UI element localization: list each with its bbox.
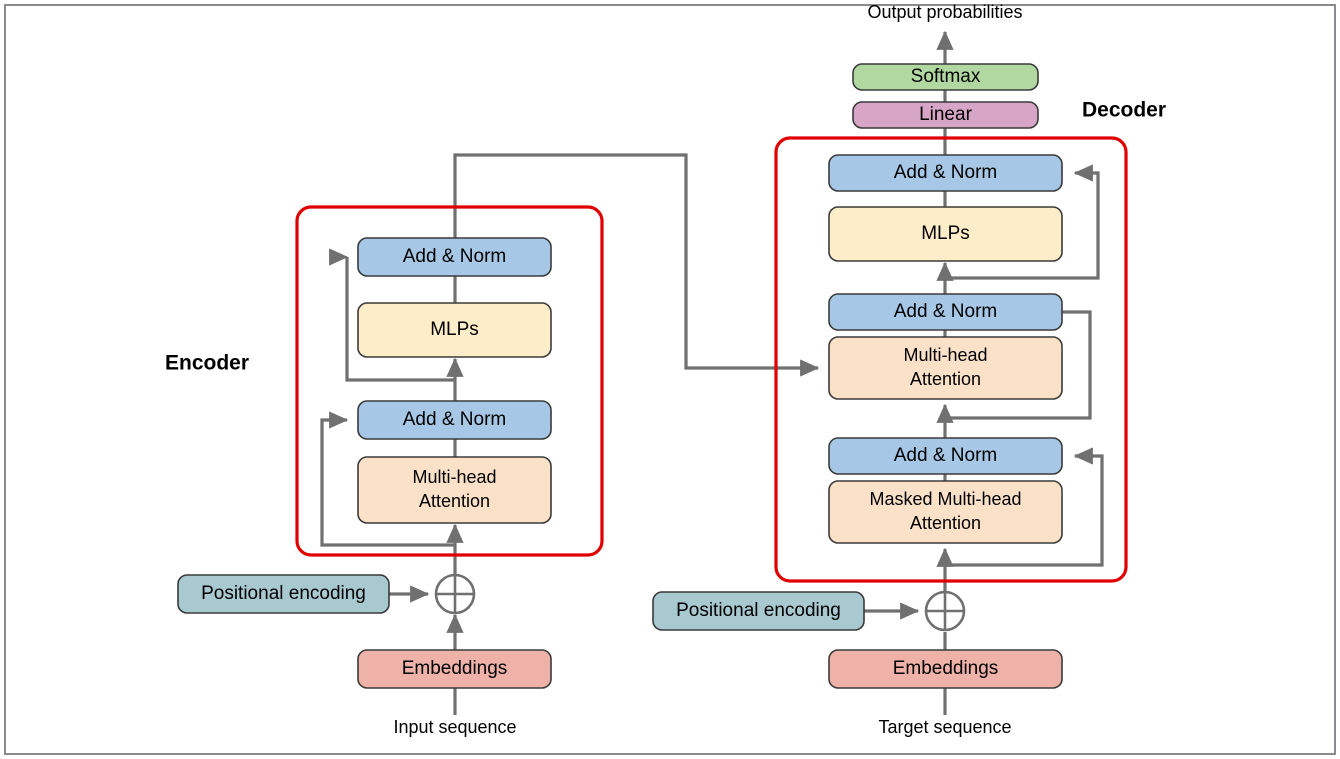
decoder-residual-3 <box>945 164 1100 280</box>
block-encoder-mlps[interactable]: MLPs <box>357 302 552 358</box>
block-decoder-mlps[interactable]: MLPs <box>828 206 1063 262</box>
encoder-residual-1 <box>320 411 455 547</box>
decoder-embeddings-shape[interactable] <box>828 649 1063 689</box>
encoder-mlps-shape[interactable] <box>357 302 552 358</box>
block-decoder-add-norm-1[interactable]: Add & Norm <box>828 437 1063 475</box>
decoder-masked-multi-head-attention-shape[interactable] <box>828 480 1063 544</box>
decoder-linear-label: Linear <box>919 104 972 125</box>
target-sequence-label: Target sequence <box>878 717 1011 737</box>
group-labels-layer: Encoder Decoder <box>165 99 1166 375</box>
block-decoder-linear[interactable]: Linear <box>852 101 1039 129</box>
group-boundaries-layer <box>295 136 1128 583</box>
encoder-positional-encoding-shape[interactable] <box>177 574 390 614</box>
encoder-multi-head-attention-label: Attention <box>419 491 490 511</box>
output-probabilities-label: Output probabilities <box>867 2 1022 22</box>
residual-adders-layer <box>434 573 966 632</box>
decoder-add-norm-1-label: Add & Norm <box>894 445 997 466</box>
decoder-embeddings-label: Embeddings <box>893 658 999 679</box>
decoder-softmax-label: Softmax <box>911 66 981 87</box>
encoder-add-norm-1-shape[interactable] <box>357 400 552 440</box>
encoder-multi-head-attention-label: Multi-head <box>412 467 496 487</box>
encoder-add-norm-1-label: Add & Norm <box>403 409 506 430</box>
decoder-residual-2 <box>945 310 1092 420</box>
group-box-decoder <box>774 136 1128 583</box>
block-decoder-positional-encoding[interactable]: Positional encoding <box>652 591 865 631</box>
outer-frame <box>4 4 1336 755</box>
block-decoder-softmax[interactable]: Softmax <box>852 63 1039 91</box>
group-label-decoder: Decoder <box>1082 99 1166 122</box>
decoder-mlps-label: MLPs <box>921 223 970 244</box>
decoder-masked-multi-head-attention-label: Attention <box>910 513 981 533</box>
block-decoder-add-norm-2[interactable]: Add & Norm <box>828 293 1063 331</box>
block-encoder-add-norm-2[interactable]: Add & Norm <box>357 237 552 277</box>
decoder-positional-encoding-label: Positional encoding <box>676 600 841 621</box>
block-encoder-embeddings[interactable]: Embeddings <box>357 649 552 689</box>
decoder-add-norm-2-shape[interactable] <box>828 293 1063 331</box>
decoder-multi-head-attention-shape[interactable] <box>828 336 1063 400</box>
encoder-add-norm-2-shape[interactable] <box>357 237 552 277</box>
encoder-multi-head-attention-shape[interactable] <box>357 456 552 524</box>
encoder-residual-2 <box>338 255 455 382</box>
decoder-linear-shape[interactable] <box>852 101 1039 129</box>
encoder-add-norm-2-label: Add & Norm <box>403 246 506 267</box>
decoder-add-norm-3-shape[interactable] <box>828 154 1063 192</box>
decoder-add-norm-2-label: Add & Norm <box>894 301 997 322</box>
block-decoder-embeddings[interactable]: Embeddings <box>828 649 1063 689</box>
encoder-output-to-decoder-cross-attention <box>453 153 820 377</box>
decoder-add-norm-3-label: Add & Norm <box>894 162 997 183</box>
block-decoder-add-norm-3[interactable]: Add & Norm <box>828 154 1063 192</box>
group-box-encoder <box>295 205 604 557</box>
decoder-add-norm-1-shape[interactable] <box>828 437 1063 475</box>
decoder-masked-multi-head-attention-label: Masked Multi-head <box>869 489 1021 509</box>
encoder-positional-encoding-label: Positional encoding <box>201 583 366 604</box>
decoder-softmax-shape[interactable] <box>852 63 1039 91</box>
group-label-encoder: Encoder <box>165 352 249 375</box>
decoder-residual-adder <box>924 590 966 632</box>
block-encoder-positional-encoding[interactable]: Positional encoding <box>177 574 390 614</box>
decoder-multi-head-attention-label: Attention <box>910 369 981 389</box>
encoder-mlps-label: MLPs <box>430 319 479 340</box>
decoder-positional-encoding-shape[interactable] <box>652 591 865 631</box>
connection-lines-layer <box>320 30 1104 715</box>
encoder-residual-adder <box>434 573 476 615</box>
decoder-multi-head-attention-label: Multi-head <box>903 345 987 365</box>
decoder-residual-1 <box>945 447 1104 567</box>
encoder-embeddings-label: Embeddings <box>402 658 508 679</box>
decoder-mlps-shape[interactable] <box>828 206 1063 262</box>
io-labels-layer: Input sequence Target sequence Output prob… <box>393 2 1022 737</box>
block-encoder-add-norm-1[interactable]: Add & Norm <box>357 400 552 440</box>
input-sequence-label: Input sequence <box>393 717 516 737</box>
encoder-embeddings-shape[interactable] <box>357 649 552 689</box>
